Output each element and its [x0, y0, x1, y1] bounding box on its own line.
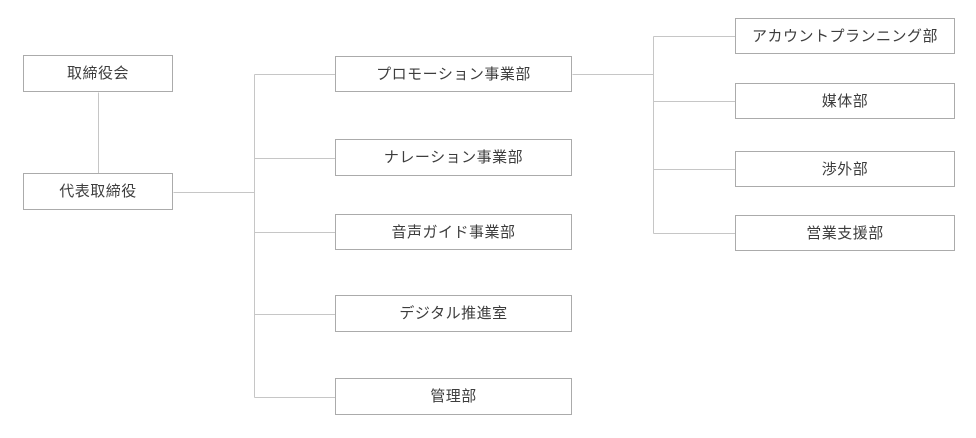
org-node-label: 取締役会	[66, 64, 129, 82]
org-node-label: 管理部	[430, 387, 477, 405]
org-node-label: 渉外部	[821, 159, 869, 178]
org-node-label: 音声ガイド事業部	[391, 222, 516, 241]
org-node-label: 代表取締役	[59, 182, 137, 200]
org-node-board-of-directors: 取締役会	[23, 55, 173, 92]
org-node-promotion-division: プロモーション事業部	[335, 56, 572, 92]
org-node-external-relations-dept: 渉外部	[735, 151, 955, 187]
org-node-sales-support-dept: 営業支援部	[735, 215, 955, 251]
org-node-digital-promotion-office: デジタル推進室	[335, 295, 572, 332]
org-node-representative-director: 代表取締役	[23, 173, 173, 210]
org-node-label: 営業支援部	[806, 223, 884, 242]
org-node-label: ナレーション事業部	[383, 148, 524, 166]
org-node-administration-dept: 管理部	[335, 378, 572, 415]
org-node-audio-guide-division: 音声ガイド事業部	[335, 214, 572, 250]
org-node-label: デジタル推進室	[399, 304, 508, 322]
org-node-label: 媒体部	[821, 91, 869, 110]
org-node-account-planning-dept: アカウントプランニング部	[735, 18, 955, 54]
org-node-narration-division: ナレーション事業部	[335, 139, 572, 176]
org-node-media-dept: 媒体部	[735, 83, 955, 119]
org-node-label: プロモーション事業部	[376, 64, 531, 83]
org-node-label: アカウントプランニング部	[751, 26, 938, 45]
